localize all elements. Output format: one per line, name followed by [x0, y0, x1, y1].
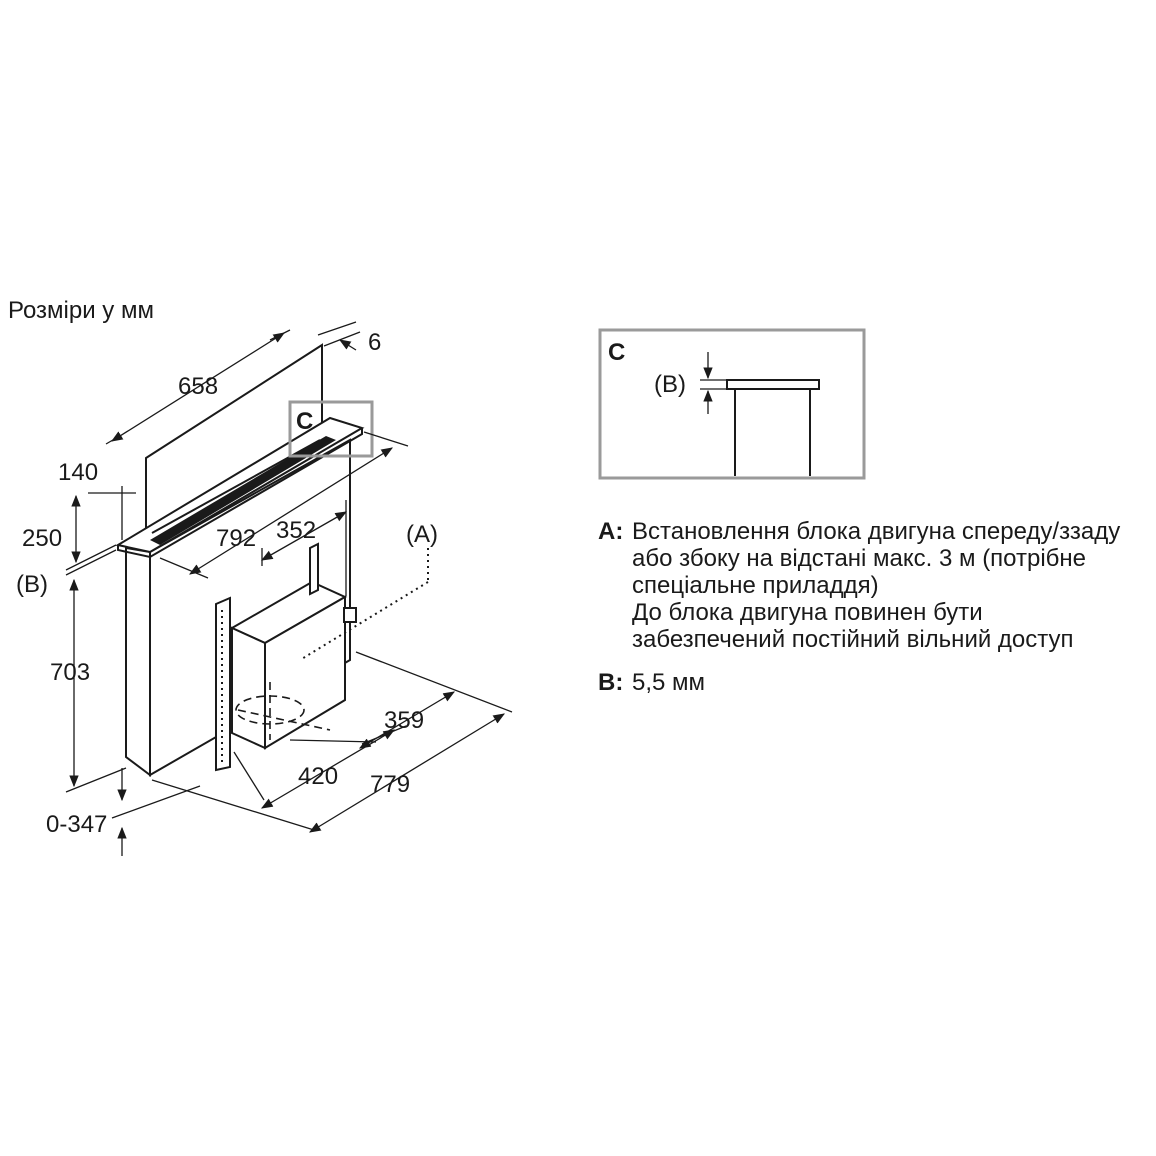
- dim-140-label: 140: [58, 459, 98, 486]
- dim-779-label: 779: [370, 771, 410, 798]
- legend-a-text: Встановлення блока двигуна спереду/ззаду…: [632, 518, 1121, 599]
- dim-140: 140: [58, 459, 136, 540]
- legend-a-key: A:: [598, 518, 624, 545]
- dim-250-label: 250: [22, 525, 62, 552]
- dim-420-label: 420: [298, 763, 338, 790]
- dim-a-leader: (A): [299, 521, 438, 661]
- b-label: (B): [16, 571, 48, 598]
- dim-779: 779: [151, 651, 513, 833]
- a-label: (A): [406, 521, 438, 548]
- motor-unit: [215, 542, 357, 772]
- dim-352-label: 352: [276, 517, 316, 544]
- dim-703: 703: [50, 578, 127, 793]
- dim-0-347-label: 0-347: [46, 811, 107, 838]
- dim-6-label: 6: [368, 329, 381, 356]
- detail-c-label: C: [608, 339, 625, 366]
- legend-a-text-block: Встановлення блока двигуна спереду/ззаду…: [632, 518, 1138, 653]
- title: Розміри у мм: [8, 297, 154, 324]
- dim-250: 250: [22, 494, 117, 576]
- legend-b-key: B:: [598, 669, 624, 696]
- dim-792: 792: [159, 431, 409, 579]
- detail-c-marker-label: C: [296, 408, 313, 435]
- detail-c-view: C (B): [598, 328, 866, 480]
- dim-658-label: 658: [178, 373, 218, 400]
- legend-a-text2: До блока двигуна повинен бути забезпечен…: [632, 599, 1074, 653]
- dim-792-label: 792: [216, 525, 256, 552]
- legend-b-text: 5,5 мм: [632, 669, 706, 696]
- detail-b-label: (B): [654, 371, 686, 398]
- legend: A: Встановлення блока двигуна спереду/зз…: [598, 518, 1138, 696]
- dim-352: 352: [260, 500, 348, 596]
- dim-703-label: 703: [50, 659, 90, 686]
- dim-359-label: 359: [384, 707, 424, 734]
- legend-row-b: B: 5,5 мм: [598, 669, 1138, 696]
- dim-6: 6: [317, 321, 381, 356]
- dim-658: 658: [105, 329, 291, 445]
- legend-row-a: A: Встановлення блока двигуна спереду/зз…: [598, 518, 1138, 653]
- dim-0-347: 0-347: [46, 768, 201, 856]
